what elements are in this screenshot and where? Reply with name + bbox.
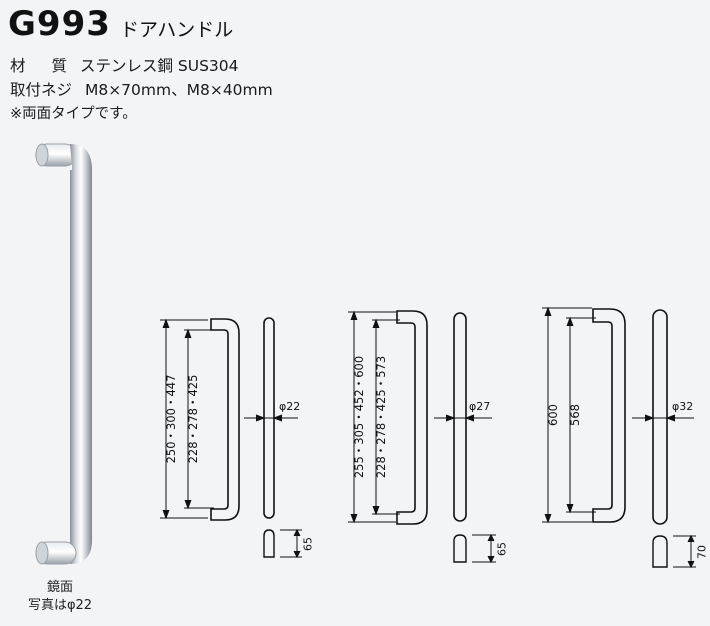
d2-inner-dims: 228・278・425・573 <box>374 356 388 478</box>
d1-diameter: φ22 <box>279 400 300 413</box>
spec-material-label-2: 質 <box>51 57 68 75</box>
handle-photo <box>35 143 92 565</box>
diagram-1 <box>160 317 302 559</box>
spec-screw: 取付ネジ M8×70mm、M8×40mm <box>10 80 273 100</box>
d2-depth: 65 <box>496 542 509 556</box>
diagram-2 <box>348 310 496 564</box>
spec-material-label-1: 材 <box>10 57 26 75</box>
caption-finish: 鏡面 <box>46 580 73 595</box>
d3-diameter: φ32 <box>672 400 693 413</box>
product-code: G993 <box>8 4 111 44</box>
caption-size-note: 写真はφ22 <box>27 598 93 613</box>
d1-inner-dims: 228・278・425 <box>186 375 200 464</box>
d3-depth: 70 <box>696 545 709 559</box>
spec-screw-value: M8×70mm、M8×40mm <box>84 81 273 99</box>
d3-inner-dims: 568 <box>568 404 582 426</box>
d3-outer-dims: 600 <box>546 404 560 426</box>
d1-outer-dims: 250・300・447 <box>164 375 178 464</box>
d2-diameter: φ27 <box>469 400 490 413</box>
d1-depth: 65 <box>302 537 315 551</box>
spec-material-value: ステンレス鋼 SUS304 <box>79 57 239 75</box>
product-name: ドアハンドル <box>120 19 234 41</box>
spec-note: ※両面タイプです。 <box>10 106 137 122</box>
d2-outer-dims: 255・305・452・600 <box>352 356 366 478</box>
spec-material: 材 質 ステンレス鋼 SUS304 <box>10 56 239 76</box>
diagram-3 <box>542 306 696 569</box>
spec-screw-label: 取付ネジ <box>10 81 73 99</box>
photo-caption: 鏡面 写真はφ22 <box>0 579 120 615</box>
